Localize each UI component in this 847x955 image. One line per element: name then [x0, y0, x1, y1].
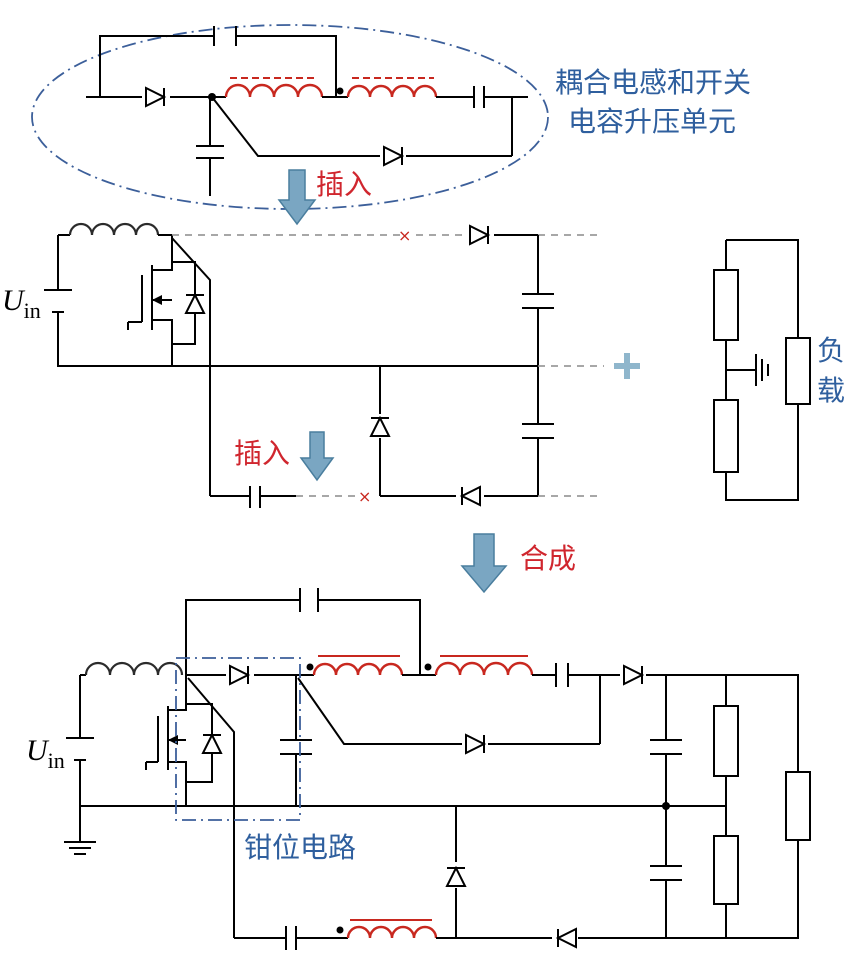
coupled-inductor-secondary	[346, 84, 438, 98]
ground-icon	[726, 354, 769, 386]
input-inductor	[84, 661, 184, 676]
body-diode-icon	[202, 734, 222, 754]
coupled-inductor-third	[346, 925, 438, 939]
polarity-dot	[424, 663, 432, 671]
diode-icon	[370, 417, 390, 437]
insert-arrow-icon	[277, 169, 317, 226]
body-diode-icon	[185, 294, 205, 314]
load-network: 负 载	[713, 239, 845, 501]
coupled-inductor-secondary	[434, 661, 534, 676]
mosfet-switch	[127, 235, 205, 366]
synthesized-converter: Uin	[26, 588, 811, 950]
base-converter: Uin ×	[2, 222, 640, 508]
load-resistor	[713, 399, 739, 473]
diode-icon	[461, 486, 481, 506]
ground-icon	[64, 806, 96, 855]
clamp-circuit-boundary	[175, 657, 301, 821]
polarity-dot	[306, 663, 314, 671]
output-diode-icon	[623, 665, 643, 685]
output-diode-icon	[469, 225, 489, 245]
load-resistor	[713, 269, 739, 341]
polarity-dot	[336, 926, 344, 934]
load-label-line1: 负	[817, 334, 845, 367]
plus-icon	[614, 353, 640, 379]
diode-icon	[465, 734, 485, 754]
load-resistor	[713, 705, 739, 777]
load-resistor	[785, 337, 811, 405]
mosfet-switch	[145, 675, 222, 806]
polarity-dot	[336, 87, 344, 95]
insert-arrow-icon	[299, 431, 335, 482]
unit-title-line2: 电容升压单元	[568, 105, 736, 138]
input-voltage-label: Uin	[2, 284, 41, 323]
diode-icon	[145, 87, 165, 107]
diode-icon	[557, 928, 577, 948]
clamp-circuit-label: 钳位电路	[244, 831, 356, 864]
clamp-diode-icon	[229, 665, 249, 685]
input-inductor	[68, 222, 160, 236]
diode-icon	[446, 867, 466, 887]
synthesize-arrow-icon	[460, 533, 508, 594]
unit-title-line1: 耦合电感和开关	[555, 66, 751, 99]
cut-mark: ×	[358, 487, 371, 506]
load-resistor	[785, 771, 811, 841]
boost-unit-top: 耦合电感和开关 电容升压单元	[31, 24, 751, 210]
junction-dot	[662, 802, 670, 810]
synthesize-label: 合成	[520, 542, 576, 575]
load-label-line2: 载	[817, 374, 845, 407]
coupled-inductor-primary	[312, 662, 404, 676]
insert-label-top: 插入	[316, 168, 372, 201]
diode-icon	[383, 146, 403, 166]
load-resistor	[713, 835, 739, 905]
coupled-inductor-primary	[224, 83, 324, 98]
insert-label-bottom: 插入	[234, 437, 290, 470]
cut-mark: ×	[398, 226, 411, 245]
input-voltage-label: Uin	[26, 734, 65, 773]
